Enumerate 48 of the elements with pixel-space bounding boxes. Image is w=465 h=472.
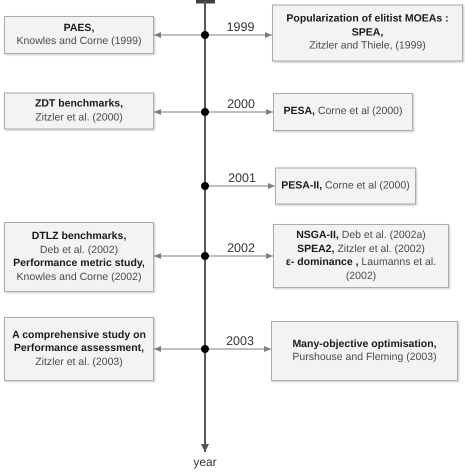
event-box bbox=[271, 321, 458, 381]
citation-text: Zitzler and Thiele, (1999) bbox=[309, 40, 426, 54]
arrow bbox=[154, 346, 202, 352]
citation-text: Zitzler et al. (2003) bbox=[35, 356, 123, 370]
event-title: Performance metric study, bbox=[13, 257, 145, 270]
timeline-dot bbox=[201, 182, 209, 190]
timeline-dot bbox=[201, 31, 209, 39]
year-label: 2003 bbox=[224, 334, 256, 348]
citation-text: Knowles and Corne (1999) bbox=[16, 35, 142, 48]
arrow bbox=[208, 346, 272, 352]
event-title: DTLZ benchmarks, bbox=[32, 230, 126, 244]
event-box bbox=[273, 93, 413, 131]
year-label: 2002 bbox=[225, 241, 257, 255]
citation-text: NSGA-II, Deb et al. (2002a) bbox=[296, 229, 426, 242]
citation-text: Zitzler et al. (2000) bbox=[35, 111, 123, 124]
event-box bbox=[272, 4, 463, 62]
arrow bbox=[208, 253, 274, 259]
citation-text: Knowles and Corne (2002) bbox=[16, 270, 142, 284]
citation-text: SPEA2, Zitzler et al. (2002) bbox=[297, 242, 425, 256]
event-title: PAES, bbox=[64, 22, 94, 35]
event-title: Popularization of elitist MOEAs : SPEA, bbox=[285, 12, 450, 40]
event-box bbox=[273, 224, 449, 288]
citation-text: PESA, Corne et al (2000) bbox=[283, 105, 403, 119]
timeline-dot bbox=[201, 108, 209, 116]
event-box bbox=[4, 317, 154, 381]
citation-text: ε- dominance , Laumanns et al. (2002) bbox=[284, 256, 438, 283]
arrow bbox=[154, 109, 202, 115]
arrow bbox=[208, 109, 274, 115]
timeline-dot bbox=[201, 345, 209, 353]
axis-label: year bbox=[193, 455, 217, 469]
event-box bbox=[4, 222, 154, 292]
event-box bbox=[4, 16, 154, 54]
timeline-dot bbox=[201, 252, 209, 260]
citation-text: Deb et al. (2002) bbox=[40, 244, 118, 257]
event-box bbox=[275, 168, 416, 204]
event-box bbox=[4, 92, 154, 130]
arrow bbox=[154, 32, 202, 38]
year-label: 1999 bbox=[224, 20, 256, 34]
citation-text: Purshouse and Fleming (2003) bbox=[292, 351, 437, 364]
event-title: ZDT benchmarks, bbox=[34, 98, 124, 111]
year-label: 2000 bbox=[225, 97, 257, 111]
citation-text: PESA-II, Corne et al (2000) bbox=[281, 179, 410, 193]
arrow bbox=[208, 32, 272, 38]
year-label: 2001 bbox=[226, 171, 258, 185]
event-title: Many-objective optimisation, bbox=[292, 338, 437, 351]
arrow bbox=[154, 253, 202, 259]
arrow bbox=[208, 183, 276, 189]
event-title: A comprehensive study on Performance assessment, bbox=[11, 328, 147, 356]
